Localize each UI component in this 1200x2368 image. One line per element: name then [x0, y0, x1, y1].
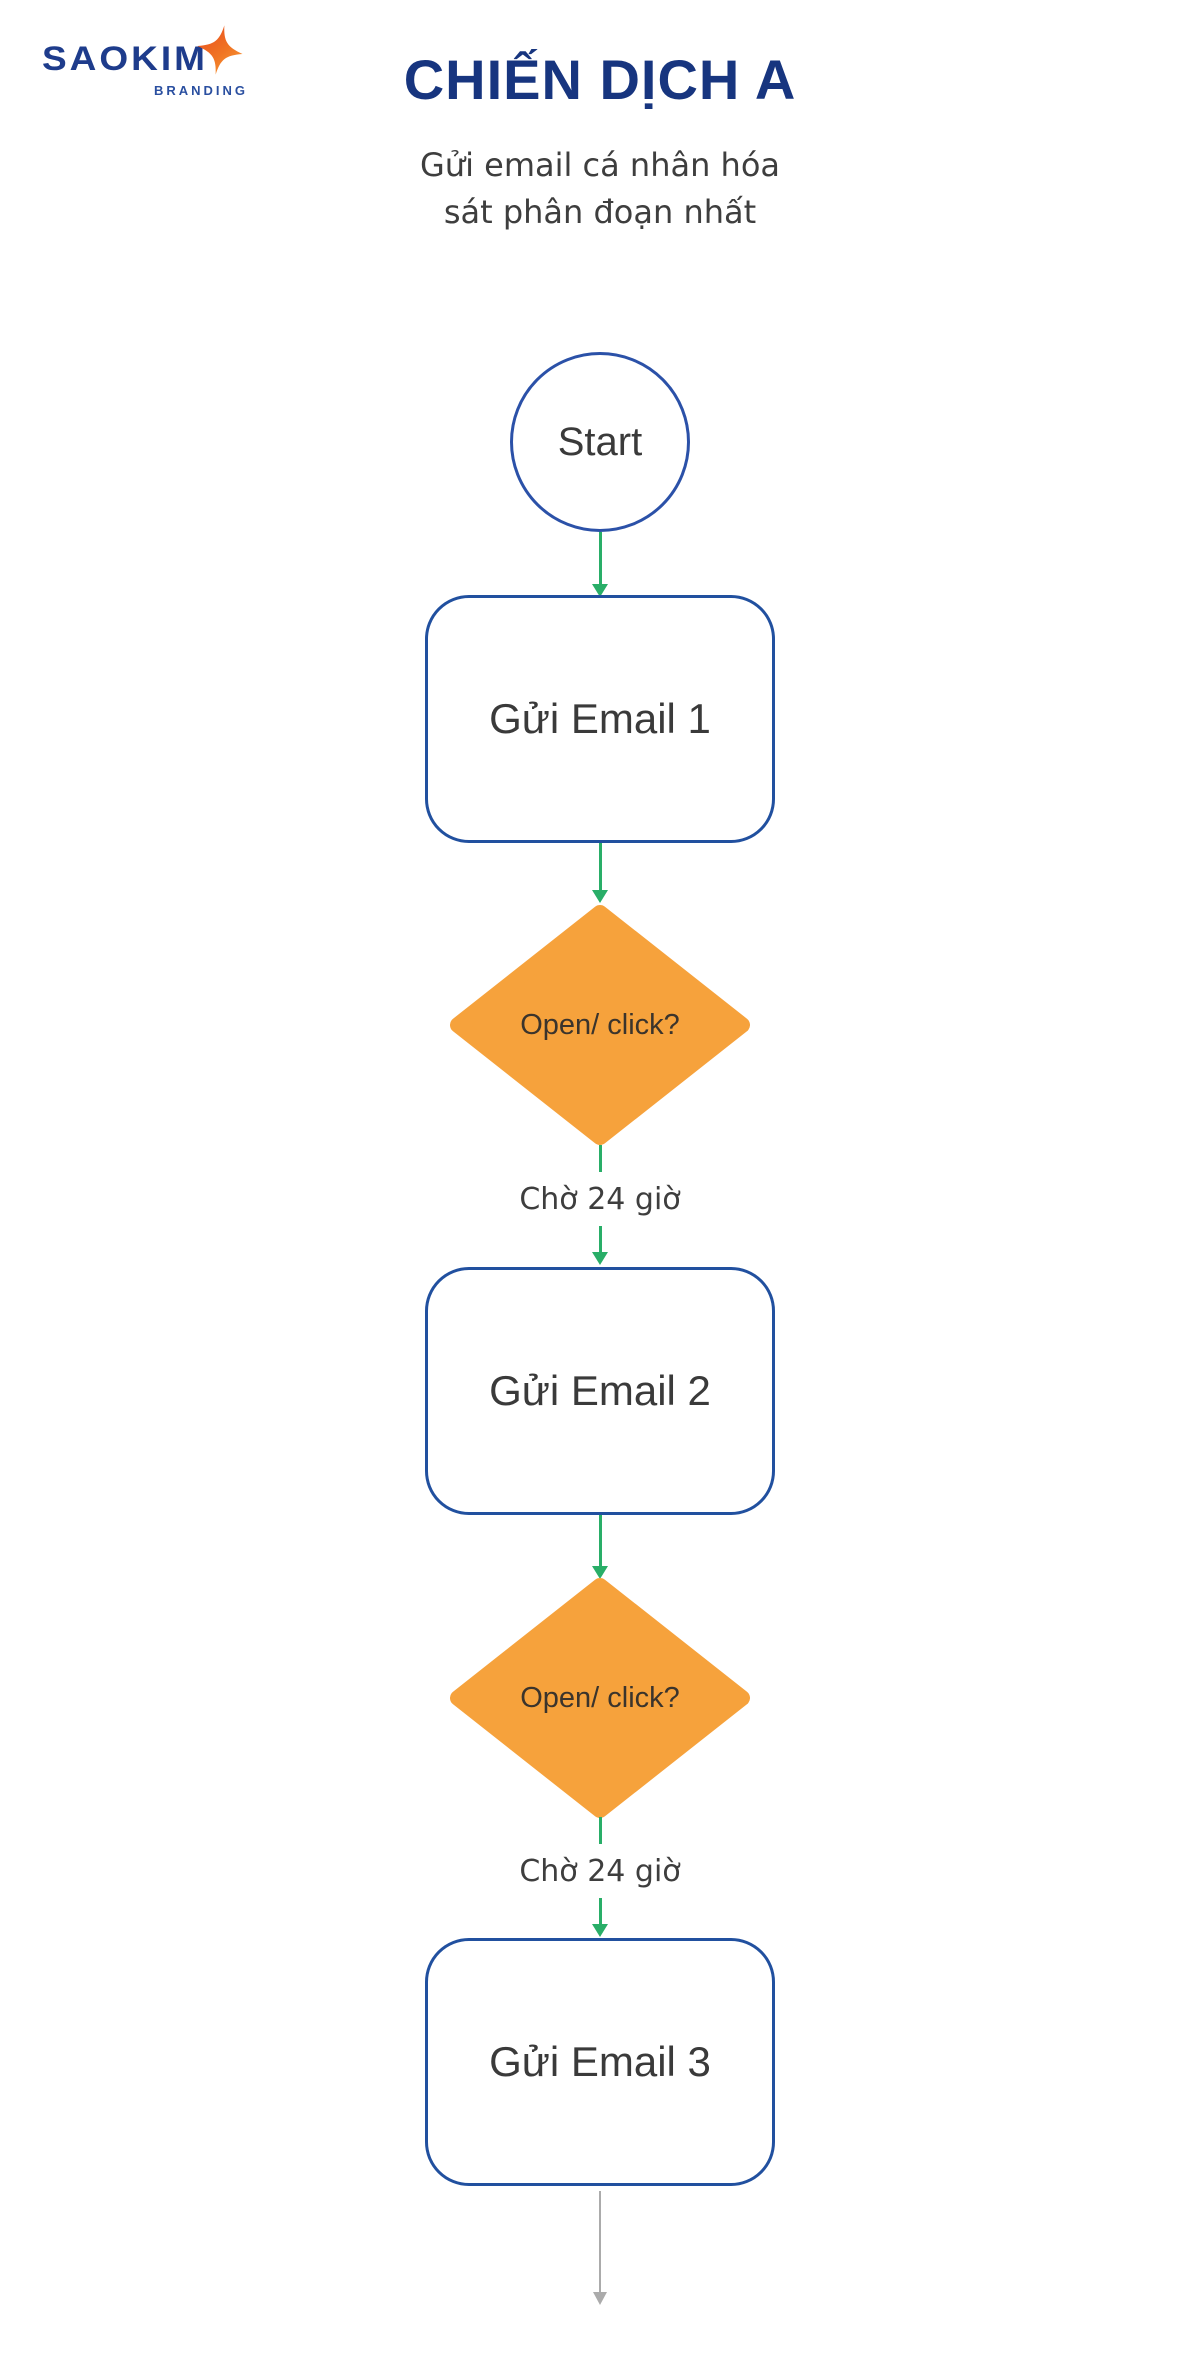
arrow-email1-to-decision1	[598, 843, 602, 890]
subtitle-line-1: Gửi email cá nhân hóa	[419, 146, 781, 184]
wait1-label: Chờ 24 giờ	[519, 1182, 681, 1217]
subtitle-line-2: sát phân đoạn nhất	[443, 193, 757, 231]
diamond-shape-icon	[450, 1578, 750, 1818]
start-label: Start	[557, 419, 643, 464]
decision2-label: Open/ click?	[520, 1681, 680, 1714]
decision1-node: Open/ click?	[450, 905, 750, 1145]
brand-logo: SAOKIM BRANDING	[42, 25, 262, 98]
line-decision2-to-wait2	[598, 1817, 602, 1844]
start-node: Start	[510, 352, 690, 532]
page-subtitle: Gửi email cá nhân hóa sát phân đoạn nhất	[0, 142, 1200, 236]
page-title: CHIẾN DỊCH A	[403, 48, 797, 111]
brand-name: SAOKIM	[42, 39, 208, 78]
email2-label: Gửi Email 2	[489, 1367, 711, 1414]
line-decision1-to-wait1	[598, 1145, 602, 1172]
decision2-node: Open/ click?	[450, 1578, 750, 1818]
arrow-email3-exit	[599, 2191, 601, 2292]
email1-node: Gửi Email 1	[425, 595, 775, 843]
diamond-shape-icon	[450, 905, 750, 1145]
email2-node: Gửi Email 2	[425, 1267, 775, 1515]
decision1-label: Open/ click?	[520, 1008, 680, 1041]
brand-tagline: BRANDING	[153, 83, 248, 98]
email3-label: Gửi Email 3	[489, 2038, 711, 2085]
email1-label: Gửi Email 1	[489, 695, 711, 742]
arrow-email2-to-decision2	[598, 1515, 602, 1566]
arrow-start-to-email1	[598, 532, 602, 584]
wait2-label: Chờ 24 giờ	[519, 1854, 681, 1889]
sparkle-icon	[197, 25, 243, 75]
arrow-wait1-to-email2	[598, 1226, 602, 1252]
email3-node: Gửi Email 3	[425, 1938, 775, 2186]
arrow-wait2-to-email3	[598, 1898, 602, 1924]
